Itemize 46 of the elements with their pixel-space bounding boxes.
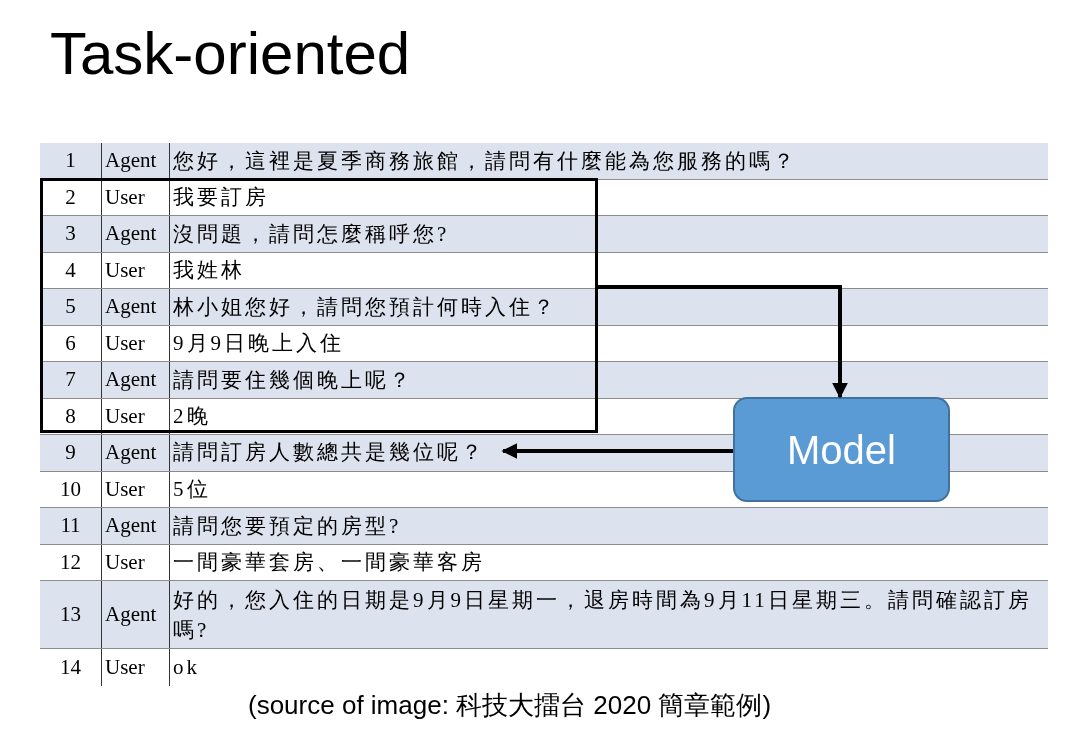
row-number: 6 [40, 325, 102, 361]
message-text: 林小姐您好，請問您預計何時入住？ [173, 293, 557, 321]
message-text: 我要訂房 [173, 184, 269, 212]
row-number: 7 [40, 362, 102, 398]
row-number: 3 [40, 216, 102, 252]
row-number: 12 [40, 544, 102, 580]
message-text: 請問要住幾個晚上呢？ [173, 366, 413, 394]
row-number: 10 [40, 471, 102, 507]
arrow [598, 285, 848, 399]
message-text: 9月9日晚上入住 [173, 330, 344, 358]
speaker-label: Agent [102, 216, 170, 252]
message-text: 請問訂房人數總共是幾位呢？ [173, 440, 485, 464]
speaker-label: User [102, 544, 170, 580]
speaker-label: User [102, 325, 170, 361]
message-text: ok [173, 654, 200, 682]
row-number: 1 [40, 143, 102, 179]
speaker-label: Agent [102, 508, 170, 544]
message-text: 一間豪華套房、一間豪華客房 [173, 549, 485, 577]
speaker-label: User [102, 252, 170, 288]
message-text: 2晚 [173, 403, 211, 431]
speaker-label: User [102, 398, 170, 434]
message-text: 請問您要預定的房型? [173, 512, 402, 540]
model-box: Model [733, 397, 950, 502]
row-number: 13 [40, 581, 102, 648]
message-text: 好的，您入住的日期是9月9日星期一，退房時間為9月11日星期三。請問確認訂房嗎? [173, 586, 1033, 644]
speaker-label: Agent [102, 581, 170, 648]
row-number: 9 [40, 435, 102, 471]
message-text: 您好，這裡是夏季商務旅館，請問有什麼能為您服務的嗎？ [173, 147, 797, 175]
highlight-frame [40, 178, 598, 433]
speaker-label: Agent [102, 435, 170, 471]
speaker-label: Agent [102, 143, 170, 179]
message-text: 沒問題，請問怎麼稱呼您? [173, 220, 450, 248]
speaker-label: Agent [102, 362, 170, 398]
row-number: 11 [40, 508, 102, 544]
speaker-label: Agent [102, 289, 170, 325]
row-number: 4 [40, 252, 102, 288]
title: Task-oriented [50, 19, 411, 89]
message-text: 我姓林 [173, 257, 245, 285]
row-number: 8 [40, 398, 102, 434]
speaker-label: User [102, 649, 170, 686]
row-number: 14 [40, 649, 102, 686]
arrow [501, 443, 733, 459]
row-number: 5 [40, 289, 102, 325]
caption: (source of image: 科技大擂台 2020 簡章範例) [248, 689, 772, 722]
speaker-label: User [102, 471, 170, 507]
message-text: 5位 [173, 476, 211, 504]
